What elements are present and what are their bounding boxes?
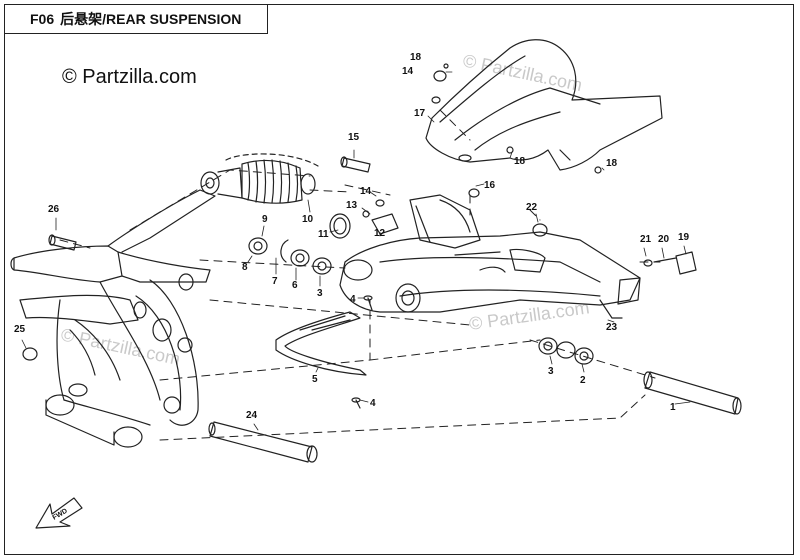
callout-labels: 1 2 3 3 4 4 5 6 7 8 9 10 11 12 13 14 14 … <box>14 52 690 421</box>
callout-1: 1 <box>670 402 676 413</box>
callout-5: 5 <box>312 374 318 385</box>
watermark-left: © Partzilla.com <box>59 324 182 369</box>
callout-11: 11 <box>318 229 329 240</box>
callout-4-lower: 4 <box>370 398 376 409</box>
callout-10: 10 <box>302 214 314 225</box>
callout-3-upper: 3 <box>317 288 323 299</box>
callout-24: 24 <box>246 410 258 421</box>
callout-3-lower: 3 <box>548 366 554 377</box>
callout-7: 7 <box>272 276 278 287</box>
chain-slider <box>275 311 367 376</box>
callout-20: 20 <box>658 234 670 245</box>
pivot-shaft <box>208 421 318 463</box>
shock-absorber <box>200 153 319 204</box>
callout-8: 8 <box>242 262 248 273</box>
diagram-title: 后悬架/REAR SUSPENSION <box>60 10 242 27</box>
callout-14-upper: 14 <box>402 66 414 77</box>
callout-25: 25 <box>14 324 26 335</box>
callout-12: 12 <box>374 228 386 239</box>
callout-18-top: 18 <box>410 52 422 63</box>
diagram-frame <box>4 4 794 555</box>
callout-23: 23 <box>606 322 618 333</box>
callout-19: 19 <box>678 232 690 243</box>
bolt-26 <box>48 234 77 251</box>
leader-lines <box>21 71 691 431</box>
swing-arm-axle <box>643 371 742 415</box>
callout-26: 26 <box>48 204 60 215</box>
copyright-notice: © Partzilla.com <box>62 66 197 88</box>
callout-4-upper: 4 <box>350 294 356 305</box>
callout-17: 17 <box>414 108 426 119</box>
rear-fender <box>425 39 663 171</box>
callout-2-lower: 2 <box>580 375 586 386</box>
callout-16: 16 <box>484 180 496 191</box>
frame-subframe <box>10 189 216 448</box>
callout-9: 9 <box>262 214 268 225</box>
callout-15: 15 <box>348 132 360 143</box>
callout-21: 21 <box>640 234 652 245</box>
watermarks: © Partzilla.com © Partzilla.com © Partzi… <box>59 50 591 369</box>
swing-arm <box>339 194 641 319</box>
callout-18-right: 18 <box>606 158 618 169</box>
small-parts <box>22 63 697 409</box>
diagram-title-box: F06 后悬架/REAR SUSPENSION <box>4 4 268 34</box>
forward-direction-arrow: FWD <box>35 497 83 529</box>
callout-18-middle: 18 <box>514 156 526 167</box>
callout-13: 13 <box>346 200 358 211</box>
bolt-15 <box>340 156 371 173</box>
callout-22: 22 <box>526 202 538 213</box>
diagram-code: F06 <box>30 10 55 27</box>
callout-6: 6 <box>292 280 298 291</box>
callout-14-lower: 14 <box>360 186 372 197</box>
